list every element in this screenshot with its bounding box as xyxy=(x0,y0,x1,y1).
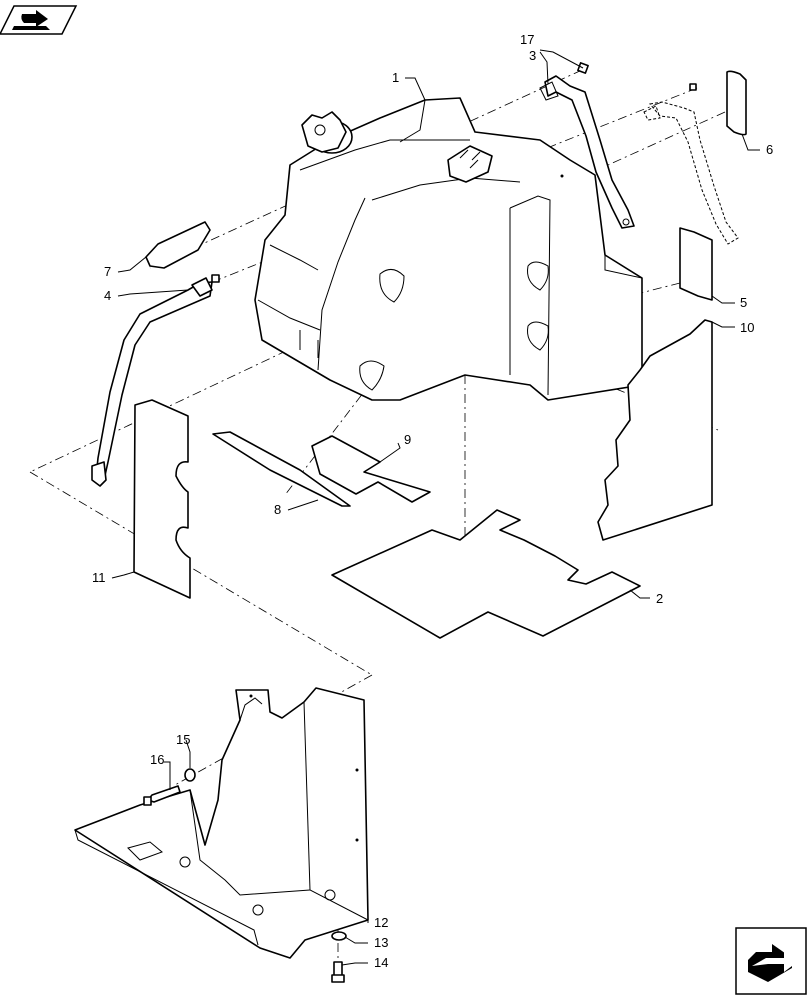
pad-10[interactable] xyxy=(597,319,713,541)
callout-14: 14 xyxy=(374,955,388,970)
callout-7: 7 xyxy=(104,264,111,279)
pad-8[interactable] xyxy=(212,431,351,507)
mat-2[interactable] xyxy=(331,509,641,639)
pad-9[interactable] xyxy=(311,435,431,503)
callout-labels: 1 2 3 4 5 6 7 8 9 10 11 12 13 14 15 16 1… xyxy=(92,32,773,970)
washer-13[interactable] xyxy=(331,931,347,941)
callout-1: 1 xyxy=(392,70,399,85)
callout-4: 4 xyxy=(104,288,111,303)
callout-2: 2 xyxy=(656,591,663,606)
callout-8: 8 xyxy=(274,502,281,517)
callout-16: 16 xyxy=(150,752,164,767)
fuel-tank[interactable] xyxy=(254,97,643,401)
callout-3: 3 xyxy=(529,48,536,63)
tank-strap-rear[interactable] xyxy=(643,83,739,245)
callout-17: 17 xyxy=(520,32,534,47)
pad-7[interactable] xyxy=(145,221,211,269)
bolt-16[interactable] xyxy=(143,785,181,806)
callout-13: 13 xyxy=(374,935,388,950)
callout-11: 11 xyxy=(92,570,106,585)
callout-12: 12 xyxy=(374,915,388,930)
callout-5: 5 xyxy=(740,295,747,310)
pad-5[interactable] xyxy=(679,227,713,301)
leader-lines xyxy=(111,49,760,966)
shield-12[interactable] xyxy=(74,687,369,959)
callout-9: 9 xyxy=(404,432,411,447)
bolt-14[interactable] xyxy=(331,961,345,983)
next-page-arrow-icon[interactable] xyxy=(735,927,807,995)
callout-10: 10 xyxy=(740,320,754,335)
pad-11[interactable] xyxy=(133,399,191,599)
pad-6[interactable] xyxy=(726,70,747,136)
tank-strap-left[interactable] xyxy=(91,274,220,487)
washer-15[interactable] xyxy=(184,768,196,782)
callout-6: 6 xyxy=(766,142,773,157)
book-arrow-icon[interactable] xyxy=(0,5,78,35)
callout-15: 15 xyxy=(176,732,190,747)
